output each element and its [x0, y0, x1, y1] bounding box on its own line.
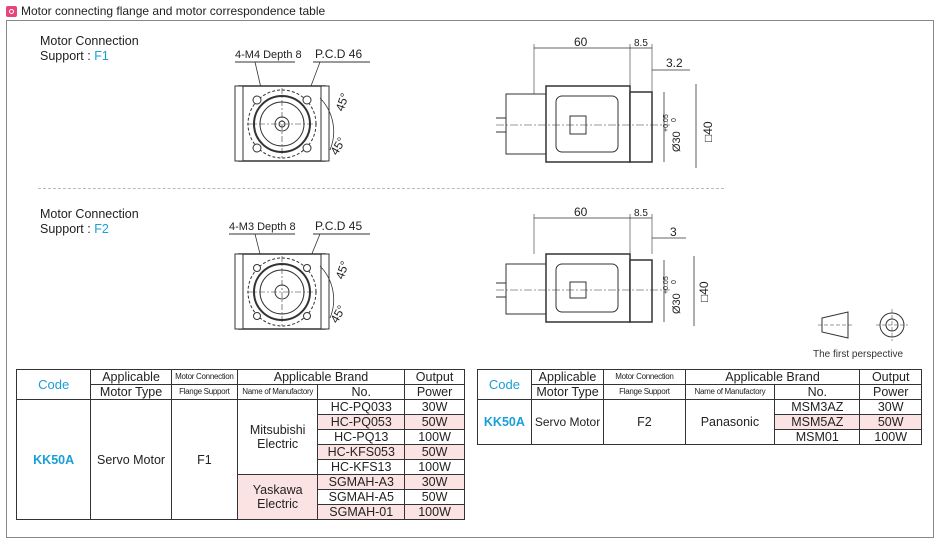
- dim-bore: Ø30: [671, 131, 683, 152]
- dim-square: □40: [701, 121, 715, 142]
- support-label-prefix: Support :: [40, 49, 95, 63]
- table-row: HC-KFS13 100W: [17, 459, 465, 475]
- model-no: MSM3AZ: [774, 399, 861, 415]
- model-no: HC-KFS053: [317, 444, 406, 460]
- header-flange-2: Flange Support: [170, 384, 238, 400]
- dim-tol: +0.05: [663, 114, 670, 132]
- header-power-2: Power: [859, 384, 922, 400]
- model-no: HC-PQ033: [317, 399, 406, 415]
- flange-support: F2: [603, 399, 686, 445]
- output-power: 50W: [404, 414, 465, 430]
- header-power-1: Output: [404, 369, 465, 385]
- output-power: 50W: [404, 444, 465, 460]
- header-no: No.: [774, 384, 861, 400]
- content-frame: [6, 20, 934, 538]
- output-power: 30W: [404, 399, 465, 415]
- support-label-line1: Motor Connection: [40, 34, 139, 48]
- tap-label: 4-M4 Depth 8: [235, 49, 302, 61]
- output-power: 100W: [859, 429, 922, 445]
- angle-top: 45°: [333, 91, 352, 113]
- model-no: MSM01: [774, 429, 861, 445]
- output-power: 100W: [404, 429, 465, 445]
- motor-type: Servo Motor: [530, 399, 605, 445]
- dim-bore: Ø30: [671, 293, 683, 314]
- correspondence-table-f2: Code Applicable Motor Connection Applica…: [477, 369, 922, 445]
- support-label-f1: Motor Connection Support : F1: [40, 34, 139, 64]
- angle-bottom: 45°: [327, 303, 348, 326]
- header-motor-type-1: Applicable: [90, 369, 172, 385]
- table-row: MSM01 100W: [478, 429, 922, 445]
- header-brand: Applicable Brand: [684, 369, 861, 385]
- header-motor-type-2: Motor Type: [90, 384, 172, 400]
- dim-length: 60: [574, 35, 588, 49]
- correspondence-table-f1: Code Applicable Motor Connection Applica…: [15, 369, 465, 520]
- dim-length: 60: [574, 205, 588, 219]
- dim-offset: 8.5: [634, 208, 648, 219]
- dim-tol2: 0: [671, 280, 678, 284]
- output-power: 100W: [404, 459, 465, 475]
- first-angle-projection-icon: [818, 309, 908, 341]
- output-power: 100W: [404, 504, 465, 520]
- section-divider: [38, 188, 724, 189]
- model-no: HC-PQ053: [317, 414, 406, 430]
- dim-tol: +0.05: [663, 276, 670, 294]
- brand-name: Panasonic: [684, 399, 776, 445]
- support-label-line1: Motor Connection: [40, 207, 139, 221]
- header-flange-1: Motor Connection: [603, 369, 686, 385]
- pcd-label: P.C.D 46: [315, 47, 362, 61]
- table-row: SGMAH-A5 50W: [17, 489, 465, 505]
- angle-top: 45°: [333, 259, 352, 281]
- dim-offset: 8.5: [634, 38, 648, 49]
- front-view-f1: 4-M4 Depth 8 P.C.D 46 45° 45°: [234, 47, 370, 162]
- output-power: 50W: [859, 414, 922, 430]
- side-view-f1: 60 8.5 3.2 Ø30 +0.05 0 □40: [496, 35, 715, 168]
- header-flange-1: Motor Connection: [170, 369, 238, 385]
- header-manufactory: Name of Manufactory: [236, 384, 319, 400]
- section-title: Motor connecting flange and motor corres…: [21, 4, 326, 18]
- output-power: 30W: [859, 399, 922, 415]
- header-flange-2: Flange Support: [603, 384, 686, 400]
- model-no: SGMAH-01: [317, 504, 406, 520]
- front-view-f2: 4-M3 Depth 8 P.C.D 45 45° 45°: [229, 219, 370, 330]
- header-motor-type-1: Applicable: [530, 369, 605, 385]
- tap-label: 4-M3 Depth 8: [229, 221, 296, 233]
- header-power-2: Power: [404, 384, 465, 400]
- table-row: KK50A Servo Motor F2 Panasonic MSM3AZ 30…: [477, 399, 922, 445]
- section-header: Motor connecting flange and motor corres…: [6, 4, 325, 18]
- side-view-f2: 60 8.5 3 Ø30 +0.05 0 □40: [496, 205, 711, 326]
- output-power: 30W: [404, 474, 465, 490]
- header-code: Code: [477, 369, 532, 400]
- bullet-icon: [6, 5, 17, 17]
- header-no: No.: [317, 384, 406, 400]
- support-code: F2: [94, 222, 109, 236]
- first-perspective-label: The first perspective: [813, 349, 904, 360]
- model-no: SGMAH-A3: [317, 474, 406, 490]
- header-brand: Applicable Brand: [236, 369, 406, 385]
- header-manufactory: Name of Manufactory: [684, 384, 776, 400]
- support-label-f2: Motor Connection Support : F2: [40, 207, 139, 237]
- dim-tol2: 0: [671, 118, 678, 122]
- dim-flange: 3: [670, 225, 677, 239]
- output-power: 50W: [404, 489, 465, 505]
- model-code: KK50A: [477, 399, 532, 445]
- model-no: HC-PQ13: [317, 429, 406, 445]
- angle-bottom: 45°: [327, 135, 348, 158]
- header-motor-type-2: Motor Type: [530, 384, 605, 400]
- header-code: Code: [15, 369, 92, 400]
- motor-type: Servo Motor: [90, 399, 172, 520]
- model-no: SGMAH-A5: [317, 489, 406, 505]
- dim-flange: 3.2: [666, 56, 683, 70]
- model-code: KK50A: [15, 399, 92, 520]
- model-no: HC-KFS13: [317, 459, 406, 475]
- model-no: MSM5AZ: [774, 414, 861, 430]
- support-code: F1: [94, 49, 109, 63]
- flange-support: F1: [170, 399, 238, 520]
- header-power-1: Output: [859, 369, 922, 385]
- pcd-label: P.C.D 45: [315, 219, 362, 233]
- support-label-prefix: Support :: [40, 222, 95, 236]
- dim-square: □40: [697, 281, 711, 302]
